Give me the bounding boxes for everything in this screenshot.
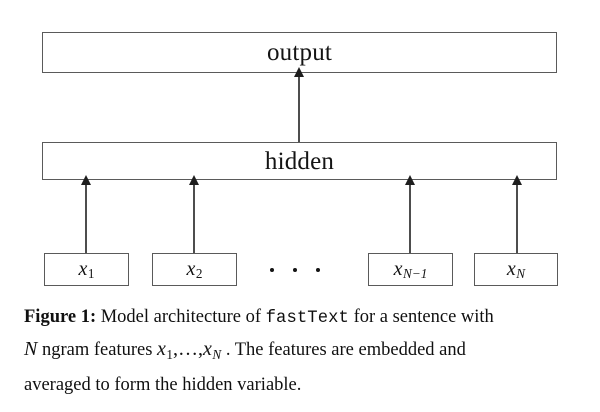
caption-line-1: Figure 1: Model architecture of fastText… [24,302,576,334]
arrow-x2-to-hidden-icon [193,183,195,253]
caption-math-x1-subscript: 1 [166,346,174,362]
input-x1-subscript: 1 [87,266,95,282]
caption-math-N: N [24,338,38,360]
caption-math-x1-base: x [157,338,166,360]
output-layer-label: output [266,39,333,66]
input-node-xn-label: xN [507,259,525,281]
caption-math-xN-base: x [203,338,212,360]
ellipsis-dot [316,268,320,272]
caption-line-2-text-b: . The features are embedded and [225,340,466,360]
caption-math-dots: ,…, [173,338,204,360]
caption-figure-label: Figure 1: [24,307,97,327]
figure-caption: Figure 1: Model architecture of fastText… [24,302,576,400]
input-node-x2: x2 [152,253,237,286]
ellipsis-dot [270,268,274,272]
figure-diagram: output hidden x1 x2 xN−1 xN [0,0,600,300]
input-node-xn-minus-1-label: xN−1 [394,259,428,281]
input-x1-base: x [78,257,88,280]
input-xn-base: x [506,257,516,280]
caption-line-3: averaged to form the hidden variable. [24,374,302,395]
caption-math-xN: xN [203,338,222,362]
input-node-x1-label: x1 [79,259,95,281]
input-xn1-base: x [393,257,403,280]
input-node-x2-label: x2 [187,259,203,281]
ellipsis-dot [293,268,297,272]
input-xn1-subscript: N−1 [403,266,428,282]
input-xn-subscript: N [516,266,526,282]
hidden-layer-label: hidden [264,147,335,175]
input-node-xn-minus-1: xN−1 [368,253,453,286]
input-node-xn: xN [474,253,558,286]
hidden-layer-box: hidden [42,142,557,180]
caption-fasttext-mono: fastText [265,309,349,328]
caption-line-2: N ngram features x1,…,xN . The features … [24,334,576,370]
arrow-xn-to-hidden-icon [516,183,518,253]
input-x2-subscript: 2 [195,266,203,282]
caption-math-x1: x1 [157,338,174,362]
caption-math-xN-subscript: N [212,346,222,362]
input-node-x1: x1 [44,253,129,286]
arrow-x1-to-hidden-icon [85,183,87,253]
caption-line-1-text-b: for a sentence with [353,307,494,327]
caption-line-2-text-a: ngram features [41,340,153,360]
arrow-hidden-to-output-icon [298,75,300,142]
input-x2-base: x [186,257,196,280]
arrow-xn1-to-hidden-icon [409,183,411,253]
caption-line-1-text-a: Model architecture of [100,307,261,327]
ellipsis-dots-icon [270,256,320,284]
